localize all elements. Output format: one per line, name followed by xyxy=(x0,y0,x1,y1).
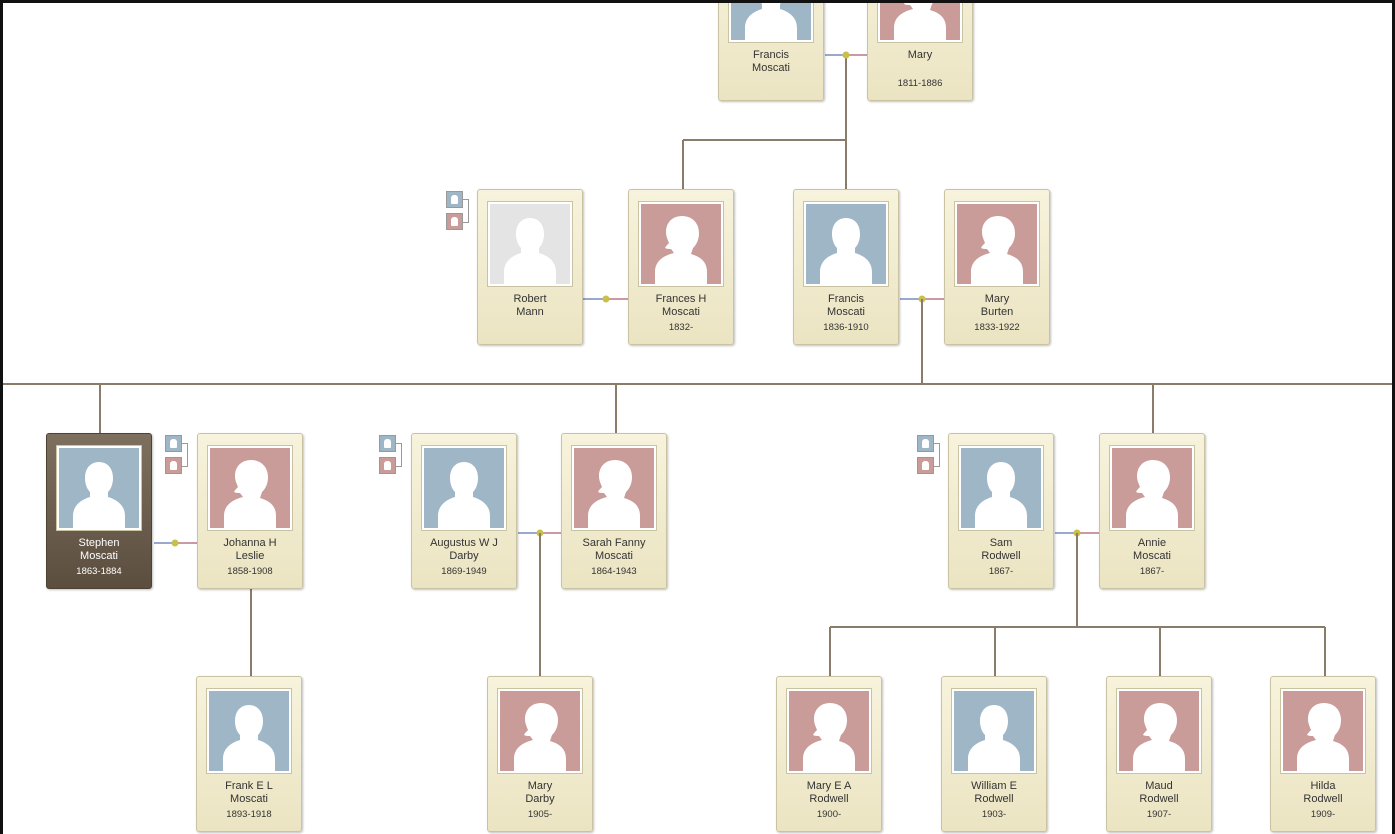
male-silhouette-icon xyxy=(207,689,291,773)
person-dates: 1867- xyxy=(988,566,1014,577)
person-name: Mary Burten xyxy=(980,293,1014,318)
male-silhouette-icon xyxy=(804,202,888,286)
male-spouse-icon[interactable] xyxy=(446,191,463,208)
person-card-annie-moscati[interactable]: Annie Moscati 1867- xyxy=(1099,433,1205,589)
female-silhouette-icon xyxy=(955,202,1039,286)
person-name: Robert Mann xyxy=(513,293,547,318)
person-dates: 1903- xyxy=(981,809,1007,820)
female-spouse-icon[interactable] xyxy=(917,457,934,474)
person-dates: 1811-1886 xyxy=(897,78,943,89)
person-card-francis-moscati[interactable]: Francis Moscati 1836-1910 xyxy=(793,189,899,345)
person-name: Hilda Rodwell xyxy=(1303,780,1343,805)
person-card-robert-mann[interactable]: Robert Mann xyxy=(477,189,583,345)
person-name: Mary Darby xyxy=(525,780,555,805)
female-silhouette-icon xyxy=(878,3,962,42)
marriage-dot xyxy=(171,539,179,547)
person-name: Frances H Moscati xyxy=(655,293,707,318)
unknown-silhouette-icon xyxy=(488,202,572,286)
female-silhouette-icon xyxy=(498,689,582,773)
person-name: Sarah Fanny Moscati xyxy=(582,537,646,562)
male-silhouette-icon xyxy=(959,446,1043,530)
person-name: Sam Rodwell xyxy=(981,537,1021,562)
male-spouse-icon[interactable] xyxy=(379,435,396,452)
person-name: William E Rodwell xyxy=(971,780,1017,805)
female-silhouette-icon xyxy=(208,446,292,530)
person-dates: 1900- xyxy=(816,809,842,820)
spouse-chooser xyxy=(165,435,191,475)
person-name: Mary xyxy=(907,49,933,61)
person-dates: 1832- xyxy=(668,322,694,333)
person-dates: 1869-1949 xyxy=(441,566,487,577)
person-card-mary-e-a-rodwell[interactable]: Mary E A Rodwell 1900- xyxy=(776,676,882,832)
female-silhouette-icon xyxy=(787,689,871,773)
person-dates: 1863-1884 xyxy=(76,566,122,577)
person-card-francis-moscati[interactable]: Francis Moscati xyxy=(718,3,824,101)
female-spouse-icon[interactable] xyxy=(446,213,463,230)
person-card-hilda-rodwell[interactable]: Hilda Rodwell 1909- xyxy=(1270,676,1376,832)
person-card-johanna-h-leslie[interactable]: Johanna H Leslie 1858-1908 xyxy=(197,433,303,589)
chooser-bracket xyxy=(463,199,469,223)
male-spouse-icon[interactable] xyxy=(917,435,934,452)
female-silhouette-icon xyxy=(572,446,656,530)
spouse-chooser xyxy=(379,435,405,475)
person-dates: 1893-1918 xyxy=(226,809,272,820)
person-dates: 1836-1910 xyxy=(823,322,869,333)
connector-lines xyxy=(3,51,1392,676)
person-card-frances-h-moscati[interactable]: Frances H Moscati 1832- xyxy=(628,189,734,345)
female-silhouette-icon xyxy=(1281,689,1365,773)
female-spouse-icon[interactable] xyxy=(379,457,396,474)
chooser-bracket xyxy=(934,443,940,467)
person-card-sarah-fanny-moscati[interactable]: Sarah Fanny Moscati 1864-1943 xyxy=(561,433,667,589)
person-name: Francis Moscati xyxy=(827,293,865,318)
male-silhouette-icon xyxy=(729,3,813,42)
person-dates: 1907- xyxy=(1146,809,1172,820)
person-name: Augustus W J Darby xyxy=(430,537,498,562)
person-dates: 1909- xyxy=(1310,809,1336,820)
person-card-frank-e-l-moscati[interactable]: Frank E L Moscati 1893-1918 xyxy=(196,676,302,832)
person-dates: 1833-1922 xyxy=(974,322,1020,333)
person-card-mary-burten[interactable]: Mary Burten 1833-1922 xyxy=(944,189,1050,345)
male-silhouette-icon xyxy=(57,446,141,530)
person-card-stephen-moscati[interactable]: Stephen Moscati 1863-1884 xyxy=(46,433,152,589)
person-dates: 1858-1908 xyxy=(227,566,273,577)
person-card-mary[interactable]: Mary 1811-1886 xyxy=(867,3,973,101)
male-spouse-icon[interactable] xyxy=(165,435,182,452)
person-card-mary-darby[interactable]: Mary Darby 1905- xyxy=(487,676,593,832)
person-name: Johanna H Leslie xyxy=(223,537,277,562)
person-dates: 1905- xyxy=(527,809,553,820)
female-silhouette-icon xyxy=(1117,689,1201,773)
person-card-william-e-rodwell[interactable]: William E Rodwell 1903- xyxy=(941,676,1047,832)
person-name: Francis Moscati xyxy=(752,49,790,74)
chooser-bracket xyxy=(396,443,402,467)
female-silhouette-icon xyxy=(1110,446,1194,530)
male-silhouette-icon xyxy=(422,446,506,530)
female-spouse-icon[interactable] xyxy=(165,457,182,474)
person-dates: 1867- xyxy=(1139,566,1165,577)
person-dates: 1864-1943 xyxy=(591,566,637,577)
female-silhouette-icon xyxy=(639,202,723,286)
marriage-dot xyxy=(602,295,610,303)
male-silhouette-icon xyxy=(952,689,1036,773)
person-name: Stephen Moscati xyxy=(78,537,120,562)
person-card-sam-rodwell[interactable]: Sam Rodwell 1867- xyxy=(948,433,1054,589)
person-card-maud-rodwell[interactable]: Maud Rodwell 1907- xyxy=(1106,676,1212,832)
person-name: Mary E A Rodwell xyxy=(806,780,852,805)
person-name: Frank E L Moscati xyxy=(225,780,273,805)
marriage-dot xyxy=(842,51,850,59)
spouse-chooser xyxy=(446,191,472,231)
chooser-bracket xyxy=(182,443,188,467)
person-name: Maud Rodwell xyxy=(1139,780,1179,805)
person-card-augustus-w-j-darby[interactable]: Augustus W J Darby 1869-1949 xyxy=(411,433,517,589)
spouse-chooser xyxy=(917,435,943,475)
person-name: Annie Moscati xyxy=(1133,537,1171,562)
